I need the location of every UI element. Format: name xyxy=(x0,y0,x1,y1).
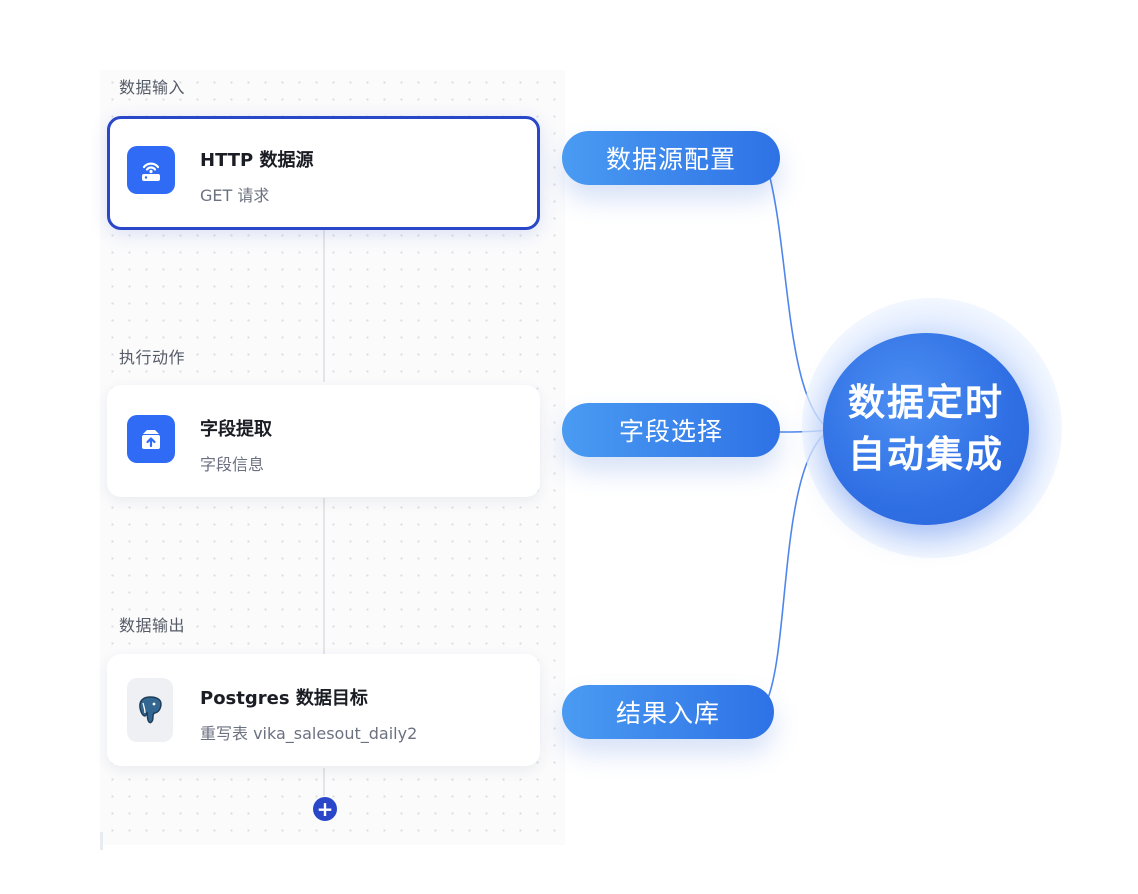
center-line-2: 自动集成 xyxy=(848,433,1004,476)
connector-line xyxy=(323,768,325,796)
node-postgres-target[interactable]: Postgres 数据目标 重写表 vika_salesout_daily2 xyxy=(107,654,540,766)
node-field-extract[interactable]: 字段提取 字段信息 xyxy=(107,385,540,497)
node-subtitle: 重写表 vika_salesout_daily2 xyxy=(200,724,418,743)
connector-line xyxy=(323,230,325,382)
connector-line xyxy=(323,498,325,654)
plus-icon: + xyxy=(316,797,334,821)
section-label-output: 数据输出 xyxy=(119,616,186,635)
branch-pill-source-config: 数据源配置 xyxy=(562,131,780,185)
upload-box-icon xyxy=(127,415,175,463)
node-http-source[interactable]: HTTP 数据源 GET 请求 xyxy=(107,116,540,230)
node-title: HTTP 数据源 xyxy=(200,150,314,171)
scroll-indicator xyxy=(100,832,103,850)
router-icon xyxy=(127,146,175,194)
branch-pill-field-select: 字段选择 xyxy=(562,403,780,457)
node-title: 字段提取 xyxy=(200,419,272,440)
mindmap-center: 数据定时 自动集成 xyxy=(823,333,1029,525)
node-subtitle: GET 请求 xyxy=(200,186,270,205)
node-subtitle: 字段信息 xyxy=(200,455,265,474)
add-node-button[interactable]: + xyxy=(313,797,337,821)
center-line-1: 数据定时 xyxy=(848,381,1004,424)
section-label-input: 数据输入 xyxy=(119,78,186,97)
node-title: Postgres 数据目标 xyxy=(200,688,368,709)
branch-pill-store-result: 结果入库 xyxy=(562,685,774,739)
section-label-action: 执行动作 xyxy=(119,348,186,367)
postgres-elephant-icon xyxy=(127,678,173,742)
